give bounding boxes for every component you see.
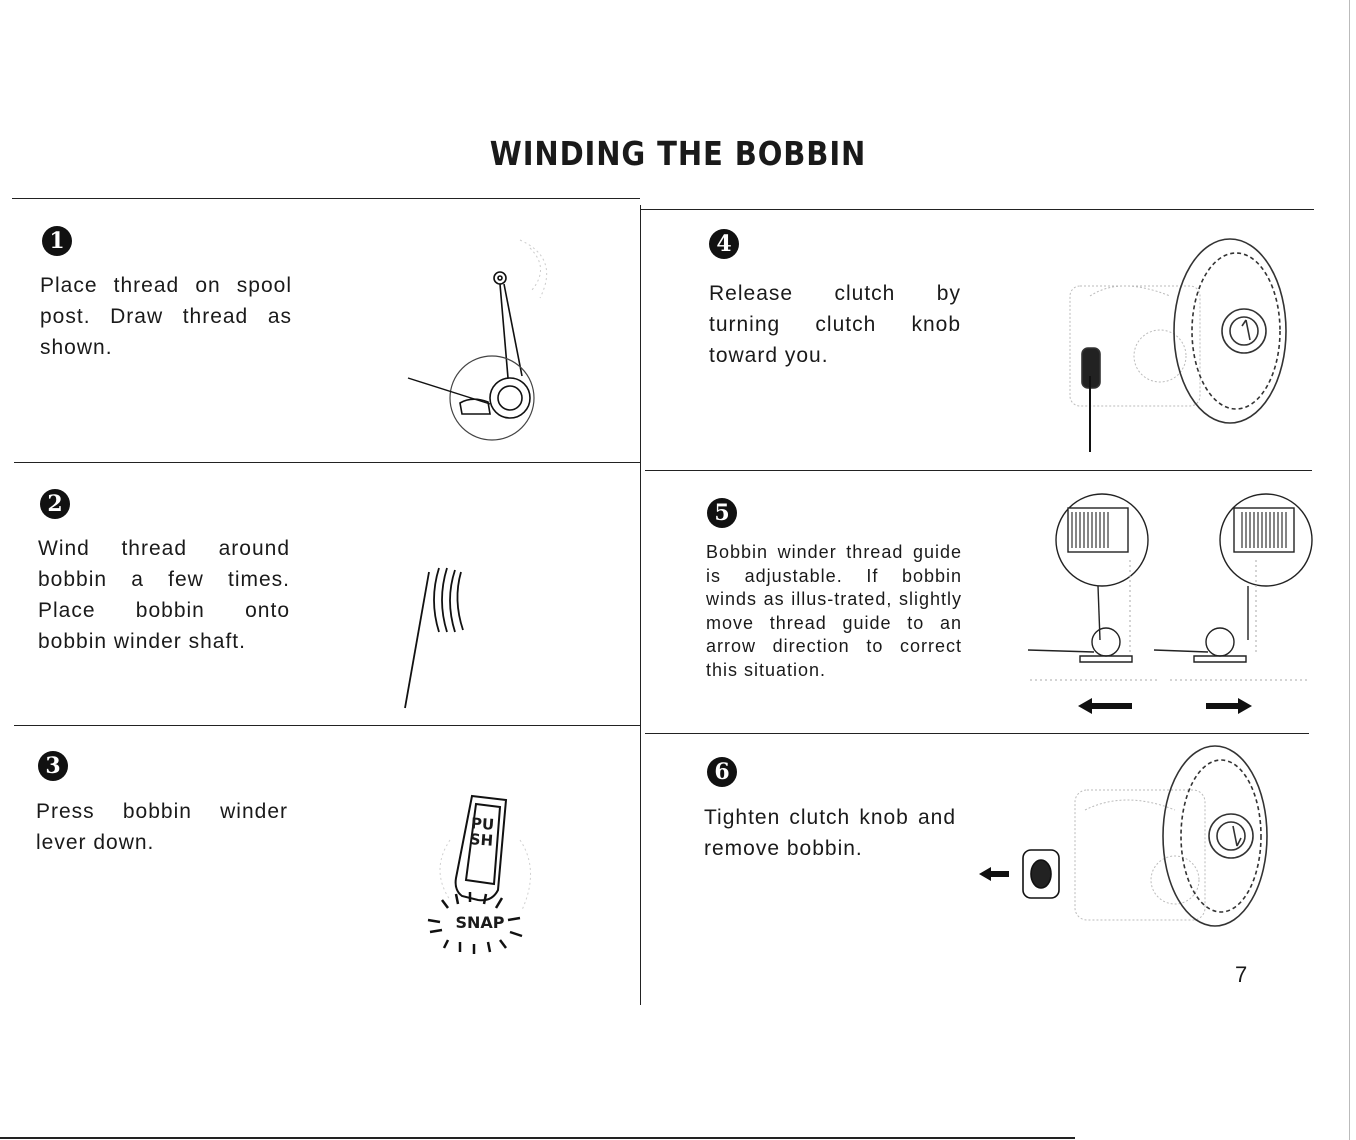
page-title: WINDING THE BOBBIN <box>489 134 867 173</box>
step-2-number: 2 <box>40 489 70 519</box>
step-6-text: Tighten clutch knob and remove bobbin. <box>704 806 956 860</box>
step-2-text: Wind thread around bobbin a few times. P… <box>38 537 290 653</box>
step-3-text: Press bobbin winder lever down. <box>36 800 288 854</box>
spool-thread-illustration <box>407 239 548 441</box>
clutch-release-illustration <box>1069 238 1287 452</box>
step-3-number: 3 <box>38 751 68 781</box>
step-1-text: Place thread on spool post. Draw thread … <box>40 274 292 359</box>
step-5-text: Bobbin winder thread guide is adjustable… <box>706 542 962 680</box>
step-5-number: 5 <box>707 498 737 528</box>
step-4-text: Release clutch by turning clutch knob to… <box>709 282 961 367</box>
divider-top-left <box>12 198 640 199</box>
divider-left-2 <box>14 725 640 726</box>
step-4-number: 4 <box>709 229 739 259</box>
snap-label: SNAP <box>455 913 505 932</box>
page-number: 7 <box>1235 962 1248 987</box>
divider-left-1 <box>14 462 640 463</box>
clutch-tighten-illustration <box>979 745 1268 927</box>
push-label: PUSH <box>469 814 495 850</box>
thread-guide-adjustment-illustration <box>1027 493 1313 714</box>
divider-right-2 <box>645 733 1309 734</box>
divider-top-right <box>640 209 1314 210</box>
step-1-number: 1 <box>42 226 72 256</box>
step-6-number: 6 <box>707 757 737 787</box>
center-divider <box>640 205 641 1005</box>
bobbin-thread-illustration <box>404 567 464 709</box>
bottom-rule <box>0 1137 1075 1139</box>
push-lever-illustration: PUSH SNAP <box>410 780 550 970</box>
page-edge <box>1349 0 1350 1140</box>
divider-right-1 <box>645 470 1312 471</box>
